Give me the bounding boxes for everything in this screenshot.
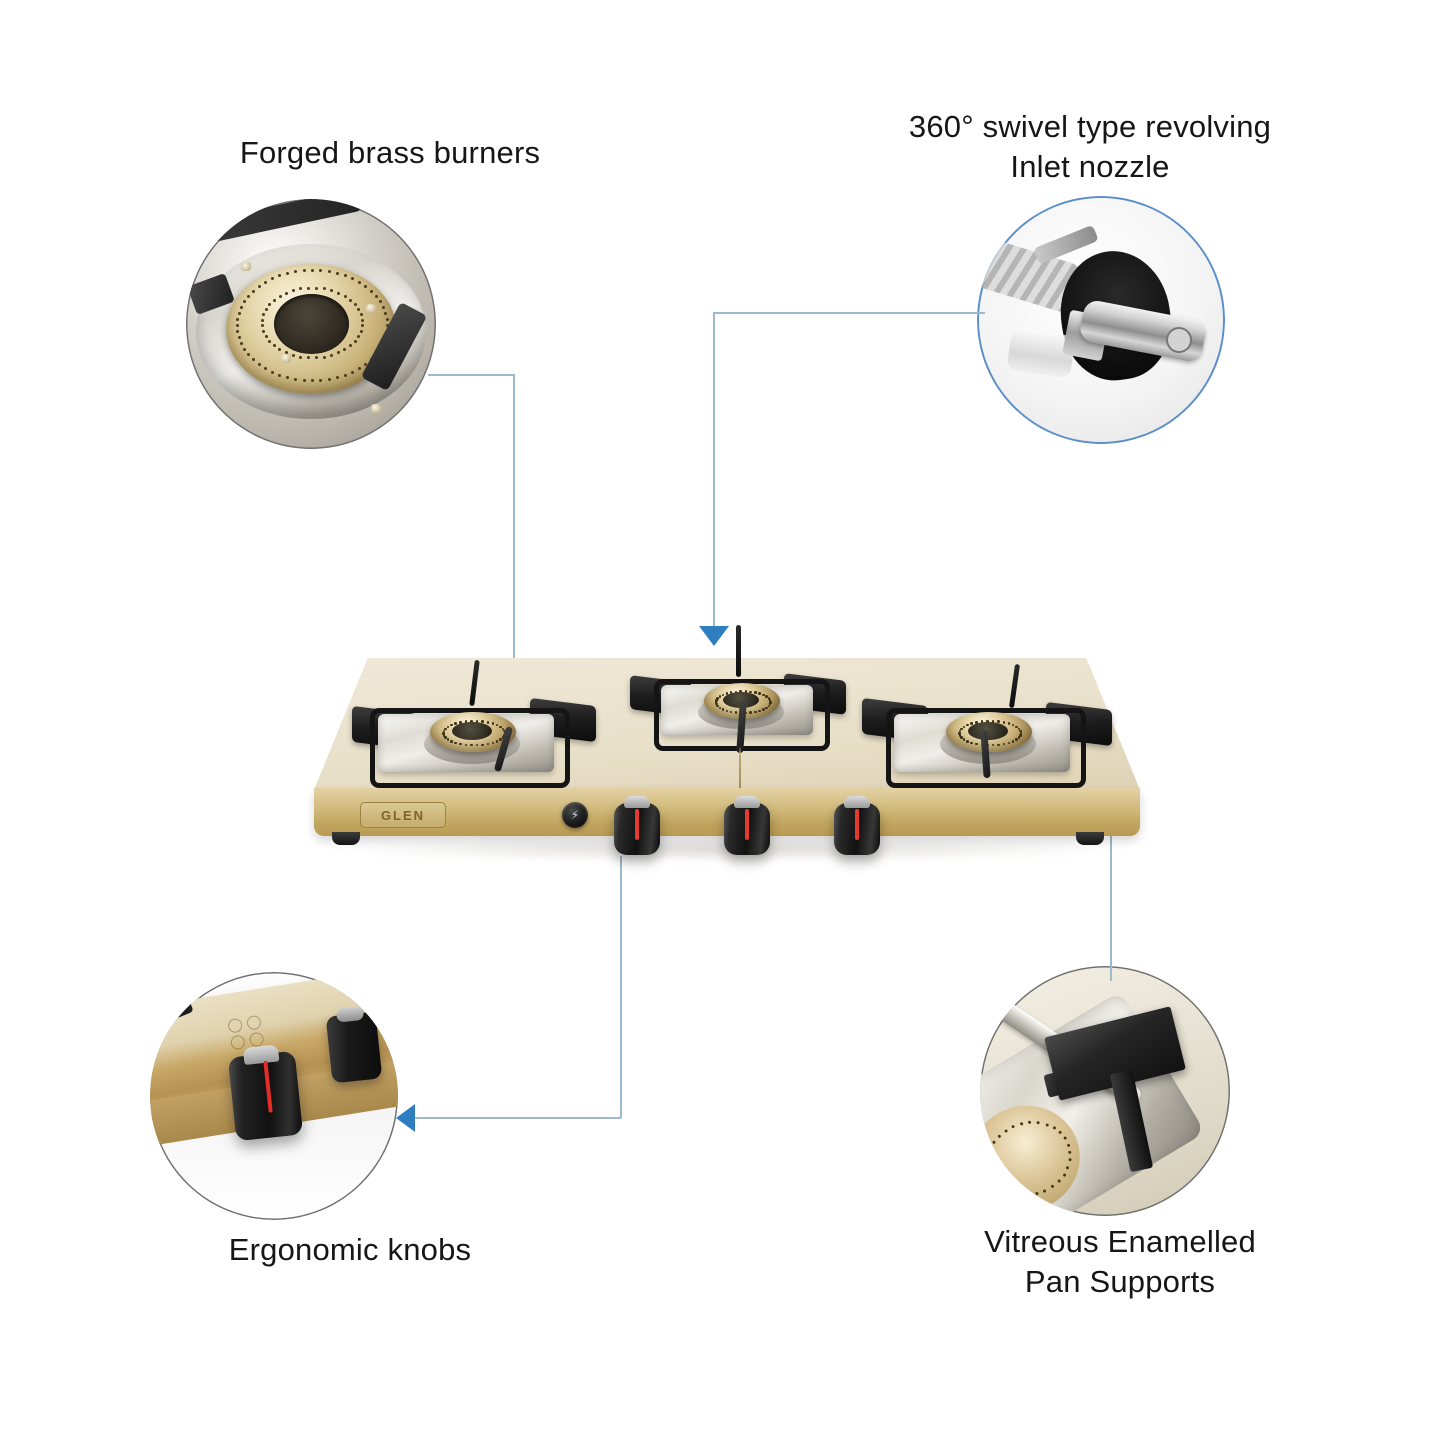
glen-emblem-icon: [227, 1014, 266, 1051]
connector-pan-supports-vertical: [1110, 721, 1112, 981]
stove-front-panel: GLEN ⚡: [314, 788, 1140, 855]
stove-foot-right: [1076, 832, 1104, 845]
connector-knobs-vertical: [620, 856, 622, 1118]
arrow-nozzle: [699, 626, 729, 646]
knob-left[interactable]: [614, 796, 660, 855]
callout-label-vitreous-enamelled-pan-supports: Vitreous Enamelled Pan Supports: [984, 1224, 1256, 1299]
gas-stove-product-image: GLEN ⚡: [296, 625, 1156, 880]
knob-center[interactable]: [724, 796, 770, 855]
callout-image-swivel-inlet-nozzle: [977, 196, 1225, 444]
brand-badge: GLEN: [360, 802, 446, 828]
callout-image-pan-support: [980, 966, 1230, 1216]
callout-label-swivel-inlet-nozzle: 360° swivel type revolving Inlet nozzle: [908, 109, 1272, 184]
brass-burner-photo: [186, 199, 436, 449]
burner-left: [352, 659, 602, 788]
connector-nozzle-vertical: [713, 312, 715, 629]
callout-image-brass-burner: [186, 199, 436, 449]
knob-right[interactable]: [834, 796, 880, 855]
burner-right: [862, 663, 1112, 790]
callout-image-ergonomic-knobs: [150, 972, 398, 1220]
callout-label-ergonomic-knobs: Ergonomic knobs: [228, 1232, 472, 1267]
connector-brass-burners-vertical: [513, 374, 515, 707]
stove-foot-left: [332, 832, 360, 845]
connector-knobs-horizontal: [415, 1117, 621, 1119]
burner-center-rear: [626, 625, 856, 754]
auto-ignition-button[interactable]: ⚡: [562, 802, 588, 828]
connector-nozzle-horizontal: [713, 312, 985, 314]
connector-brass-burners-horizontal: [428, 374, 514, 376]
arrow-knobs: [396, 1104, 415, 1132]
callout-label-forged-brass-burners: Forged brass burners: [239, 135, 541, 170]
